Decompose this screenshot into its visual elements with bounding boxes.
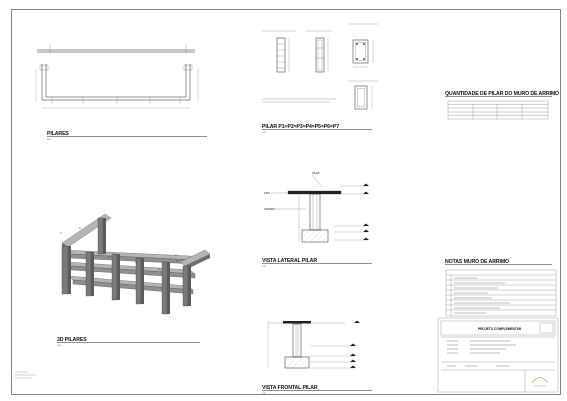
pilares-3d-model <box>61 213 211 315</box>
quantidade-table <box>447 100 549 120</box>
project-title: PROJETO COMPLEMENTAR <box>478 327 522 331</box>
vista-lateral-detail: PILAR PISO ATERRO <box>264 171 369 243</box>
aterro-label: ATERRO <box>264 207 275 211</box>
pilares-3d-title: 3D PILARES <box>57 337 87 343</box>
quantidade-title: QUANTIDADE DE PILAR DO MURO DE ARRIMO <box>445 91 559 97</box>
svg-text:1:50: 1:50 <box>47 139 51 141</box>
piso-label: PISO <box>264 191 270 195</box>
svg-text:1:25: 1:25 <box>262 393 266 395</box>
notas-title: NOTAS MURO DE ARRIMO <box>445 259 509 265</box>
pilares-plan-view <box>35 44 199 109</box>
pillar-tag-p5: P5 <box>158 269 160 271</box>
vista-frontal-detail <box>267 320 360 369</box>
vista-lateral-title: VISTA LATERAL PILAR <box>262 258 317 264</box>
pilar-section-title: PILAR P1=P2=P3=P4=P5=P6=P7 <box>262 124 339 130</box>
pillar-tag-p3: P3 <box>108 257 110 259</box>
pillar-tag-p1: P1 <box>60 233 62 235</box>
pilares-title: PILARES <box>47 131 69 137</box>
pillar-tag-p2: P2 <box>79 228 81 230</box>
pilar-label: PILAR <box>312 171 320 175</box>
pillar-tag-p7: P7 <box>175 255 177 257</box>
vista-frontal-title: VISTA FRONTAL PILAR <box>262 385 318 391</box>
company-logo <box>531 377 549 387</box>
svg-text:1:50: 1:50 <box>57 345 61 347</box>
pillar-tag-p4: P4 <box>135 262 137 264</box>
svg-text:1:25: 1:25 <box>262 132 266 134</box>
pillar-tag-p6: P6 <box>176 261 178 263</box>
sheet-border <box>11 9 561 395</box>
pilar-rebar-details <box>262 23 378 110</box>
notas-table <box>445 269 557 317</box>
svg-text:1:25: 1:25 <box>262 266 266 268</box>
title-block: PROJETO COMPLEMENTAR <box>437 317 559 393</box>
